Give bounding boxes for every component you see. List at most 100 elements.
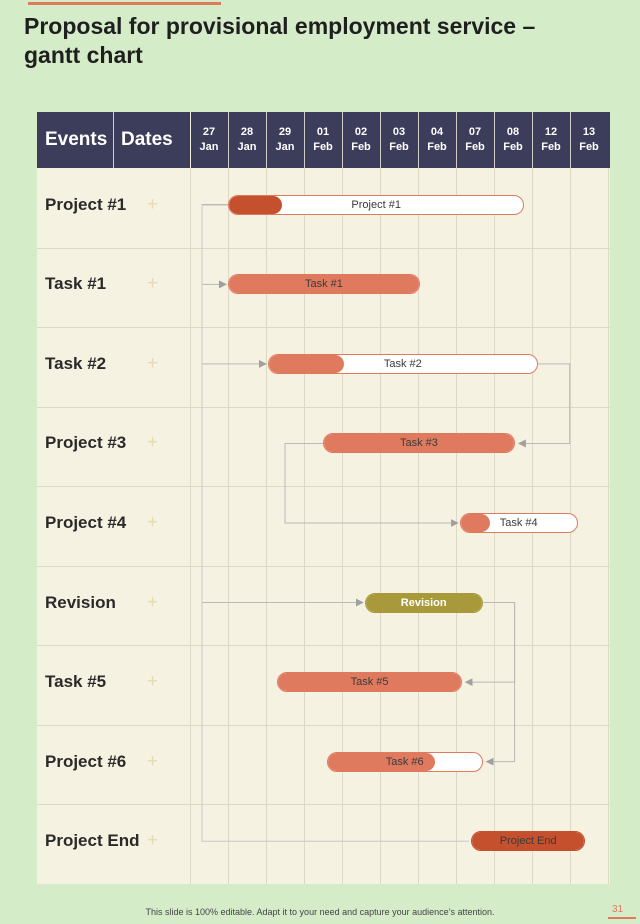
plus-icon: + [147,432,159,454]
grid-horizontal-line [37,645,610,646]
date-month: Jan [275,141,295,153]
gantt-bar-label: Task #4 [499,517,538,529]
header-divider [532,112,533,168]
footer-note: This slide is 100% editable. Adapt it to… [145,907,495,917]
header-divider [380,112,381,168]
gantt-bar[interactable]: Task #5 [277,672,462,693]
grid-horizontal-line [37,486,610,487]
row-label: Project End [45,831,140,851]
row-label: Task #1 [45,274,107,294]
date-day: 27 [202,126,216,138]
date-month: Feb [313,141,333,153]
gantt-bar-label: Task #6 [385,755,424,768]
gantt-bar[interactable]: Task #6 [326,751,483,772]
grid-horizontal-line [37,566,610,567]
date-day: 07 [468,126,482,138]
page-title: Proposal for provisional employment serv… [24,13,536,68]
gantt-bar[interactable]: Task #4 [459,513,578,533]
header-divider [266,112,267,168]
header-divider [494,112,495,168]
row-label: Project #6 [45,751,127,771]
row-label: Project #3 [45,433,127,453]
grid-horizontal-line [37,327,610,328]
date-day: 28 [240,126,254,138]
date-day: 04 [430,126,444,138]
plus-icon: + [147,273,159,295]
gantt-bar-label: Revision [400,596,447,609]
date-day: 03 [392,126,406,138]
gantt-bar-fill [472,832,585,851]
grid-vertical-line [456,168,457,884]
date-day: 12 [544,126,558,138]
header-divider [342,112,343,168]
gantt-bar-label: Project #1 [351,198,401,211]
plus-icon: + [147,352,159,374]
plus-icon: + [147,193,159,215]
header-divider [456,112,457,168]
gantt-bar[interactable]: Revision [364,592,483,613]
header-divider [304,112,305,168]
date-month: Feb [427,141,447,153]
date-month: Feb [351,141,371,153]
column-header-dates: Dates [121,129,173,150]
date-month: Feb [541,141,561,153]
top-accent-line [28,2,221,5]
date-day: 13 [582,126,596,138]
grid-vertical-line [190,168,191,884]
header-divider [228,112,229,168]
gantt-bar[interactable]: Project #1 [228,194,525,215]
gantt-bar[interactable]: Task #2 [267,353,538,374]
header-divider [113,112,114,168]
plus-icon: + [147,830,159,852]
plus-icon: + [147,591,159,613]
row-label: Task #5 [45,672,107,692]
gantt-board: Project #1 + Project #1 Task #1 + Task #1 Task… [37,168,610,884]
grid-horizontal-line [37,804,610,805]
grid-horizontal-line [37,407,610,408]
gantt-bar[interactable]: Project End [471,831,586,852]
date-month: Feb [465,141,485,153]
gantt-bar-label: Task #1 [304,278,343,291]
date-month: Feb [579,141,599,153]
row-label: Task #2 [45,353,107,373]
date-day: 02 [354,126,368,138]
gantt-bar[interactable]: Task #1 [228,274,420,295]
header-divider [190,112,191,168]
grid-horizontal-line [37,725,610,726]
row-label: Revision [45,592,116,612]
gantt-bar[interactable]: Task #3 [323,433,515,454]
column-header-events: Events [45,129,108,150]
header-divider [418,112,419,168]
grid-horizontal-line [37,248,610,249]
date-day: 01 [316,126,330,138]
date-day: 08 [506,126,520,138]
plus-icon: + [147,671,159,693]
row-label: Project #4 [45,513,127,532]
page-accent-line [608,917,636,919]
gantt-bar-label: Task #2 [383,357,422,370]
page-number: 31 [612,904,624,915]
date-month: Feb [389,141,409,153]
gantt-bar-label: Project End [499,835,557,848]
date-month: Jan [199,141,219,153]
header-divider [570,112,571,168]
grid-vertical-line [608,168,609,884]
plus-icon: + [147,750,159,772]
gantt-bar-label: Task #5 [350,676,389,689]
row-label: Project #1 [45,194,127,214]
date-day: 29 [278,126,292,138]
gantt-bar-label: Task #3 [399,437,438,450]
